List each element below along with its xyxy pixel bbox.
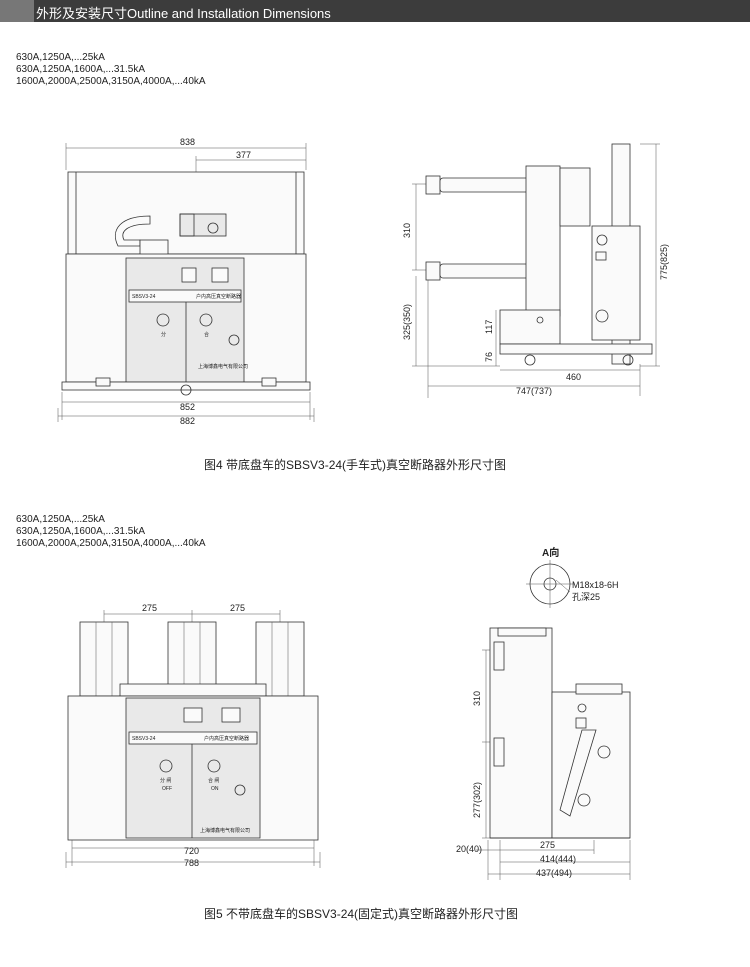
dim-117: 117: [484, 320, 494, 334]
rating-line: 630A,1250A,...25kA: [16, 514, 105, 525]
dim-788: 788: [184, 858, 199, 868]
dim-275a: 275: [142, 603, 157, 613]
fig5-side-view: 310 277(302) 20(40) 275 414(444) 437(494: [456, 627, 631, 880]
rating-line: 630A,1250A,1600A,...31.5kA: [16, 64, 145, 75]
dim-882: 882: [180, 416, 195, 426]
dim5-310: 310: [472, 691, 482, 706]
panel5-model: SBSV3-24: [132, 736, 156, 742]
panel-name: 户内高压真空断路器: [196, 293, 241, 300]
dim-775: 775(825): [659, 244, 669, 280]
dim-377: 377: [236, 150, 251, 160]
dim-275b: 275: [230, 603, 245, 613]
header-accent: [0, 0, 34, 22]
fig5-front-view: 275 275 SBSV3-24 户内高压真空断路器 分 闸 合 闸 OFF O…: [65, 603, 321, 868]
dim-852: 852: [180, 402, 195, 412]
ratings-block-fig5: 630A,1250A,...25kA 630A,1250A,1600A,...3…: [16, 514, 206, 550]
dim5-275: 275: [540, 840, 555, 850]
panel5-off: OFF: [162, 786, 172, 792]
panel5-on: ON: [211, 786, 219, 792]
rating-line: 1600A,2000A,2500A,3150A,4000A,...40kA: [16, 76, 206, 87]
hole-label: 孔深25: [572, 592, 600, 602]
dim-310: 310: [402, 223, 412, 238]
dim-460: 460: [566, 372, 581, 382]
fig4-side-view: 310 325(350) 117 76 775(825): [402, 143, 669, 398]
panel-maker: 上海博鑫电气有限公司: [198, 363, 248, 370]
dim-747: 747(737): [516, 386, 552, 396]
a-view-label: A向: [542, 546, 559, 559]
dim-76: 76: [484, 352, 494, 362]
figure5-caption: 图5 不带底盘车的SBSV3-24(固定式)真空断路器外形尺寸图: [204, 907, 519, 921]
dim5-437: 437(494): [536, 868, 572, 878]
dim-325: 325(350): [402, 304, 412, 340]
panel-close: 合: [204, 331, 209, 338]
panel5-close: 合 闸: [208, 777, 219, 784]
rating-line: 1600A,2000A,2500A,3150A,4000A,...40kA: [16, 538, 206, 549]
thread-label: M18x18-6H: [572, 580, 619, 590]
figure4-caption: 图4 带底盘车的SBSV3-24(手车式)真空断路器外形尺寸图: [204, 458, 507, 472]
panel-open: 分: [161, 331, 166, 338]
panel-model: SBSV3-24: [132, 294, 156, 300]
ratings-block-fig4: 630A,1250A,...25kA 630A,1250A,1600A,...3…: [16, 52, 206, 88]
rating-line: 630A,1250A,1600A,...31.5kA: [16, 526, 145, 537]
header-bar: 外形及安装尺寸Outline and Installation Dimensio…: [0, 0, 750, 22]
panel5-name: 户内高压真空断路器: [204, 735, 249, 742]
dim-838: 838: [180, 137, 195, 147]
dim5-277: 277(302): [472, 782, 482, 818]
dim5-20: 20(40): [456, 844, 482, 854]
fig4-front-view: 838 377 SBSV3-24 户内高压真空断路器 分 合 上海博鑫电气有限公…: [57, 137, 315, 426]
fig5-a-view: A向 M18x18-6H 孔深25: [526, 546, 619, 608]
rating-line: 630A,1250A,...25kA: [16, 52, 105, 63]
panel5-open: 分 闸: [160, 777, 171, 784]
dim5-414: 414(444): [540, 854, 576, 864]
dim-720: 720: [184, 846, 199, 856]
header-title: 外形及安装尺寸Outline and Installation Dimensio…: [36, 6, 331, 21]
panel5-maker: 上海博鑫电气有限公司: [200, 827, 250, 834]
